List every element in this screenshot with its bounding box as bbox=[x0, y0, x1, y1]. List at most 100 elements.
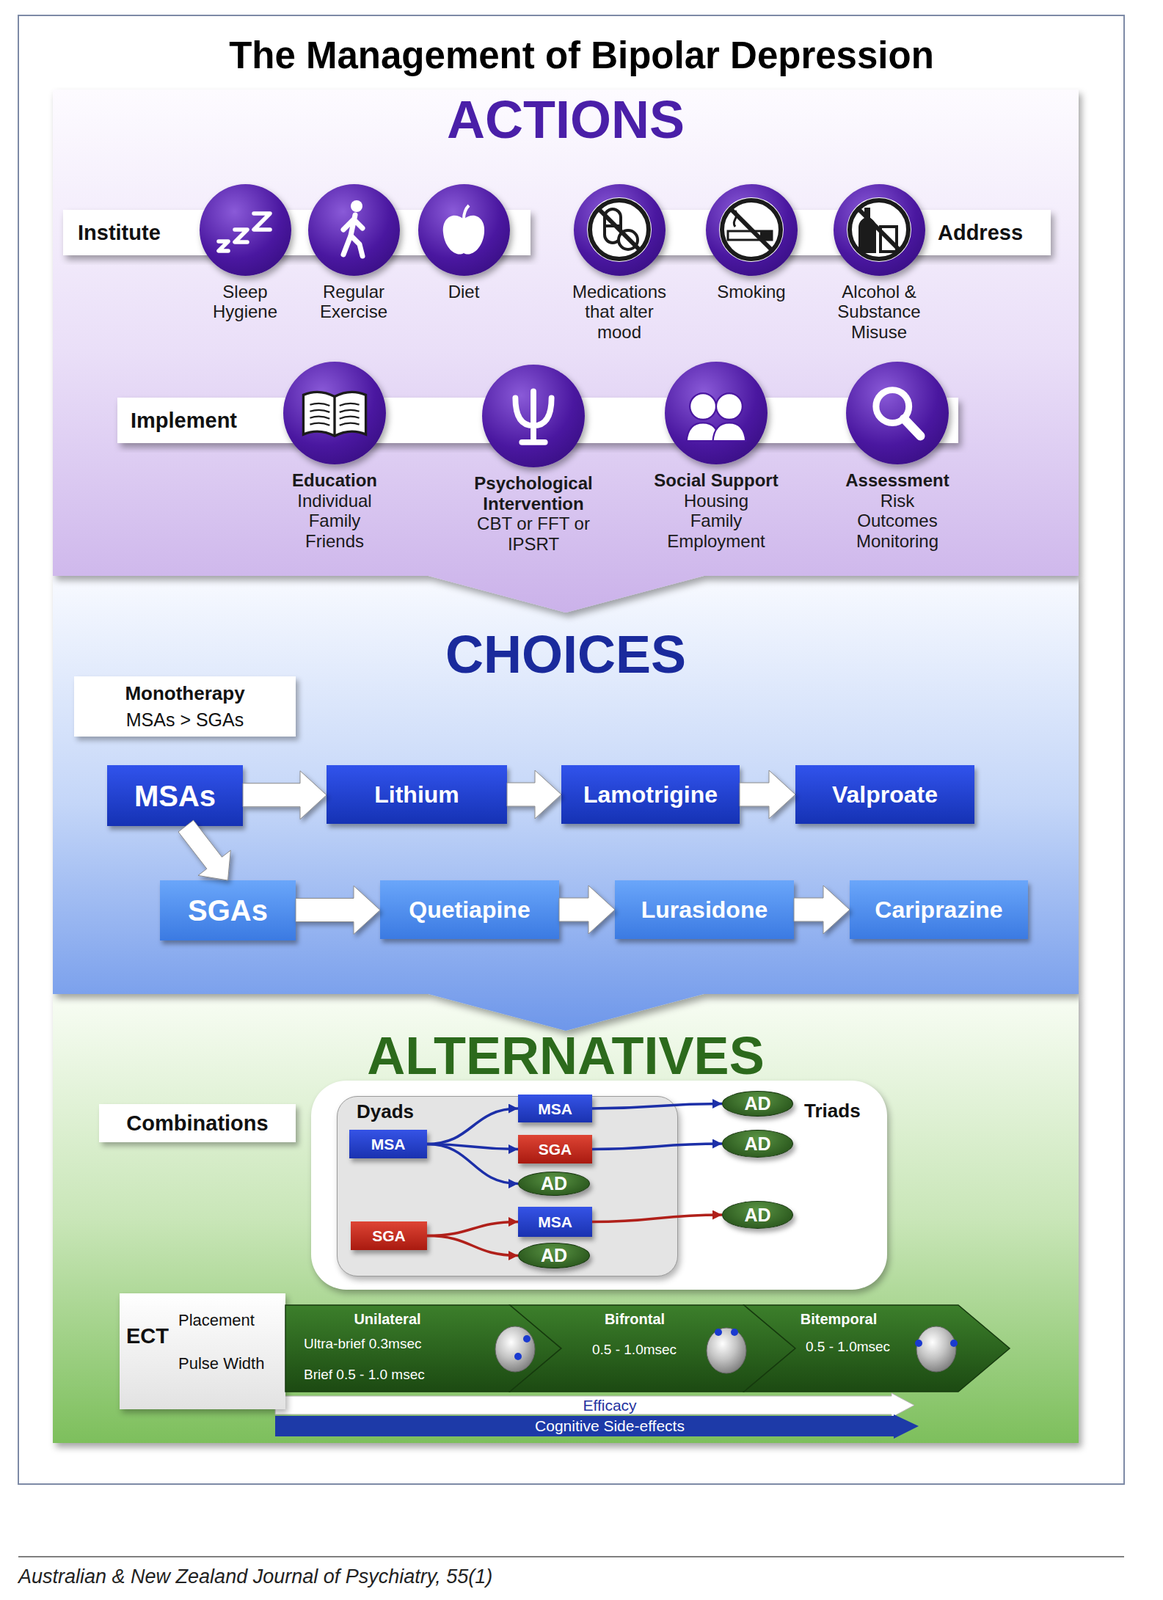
art-part bbox=[714, 1328, 723, 1337]
flow-arrow bbox=[242, 771, 327, 820]
section-ground bbox=[52, 994, 1079, 1444]
section-heading: ACTIONS bbox=[52, 93, 1079, 147]
text-holder: MSA bbox=[537, 1101, 573, 1117]
note-text: MSAs > SGAs bbox=[126, 709, 244, 731]
text-holder: MSAs bbox=[134, 781, 216, 811]
icon bbox=[842, 192, 916, 267]
pill-label: AD bbox=[744, 1135, 771, 1154]
box-label: MSAs bbox=[134, 781, 216, 811]
ect-label: ECT bbox=[126, 1324, 169, 1349]
section-panel: ALTERNATIVESCombinationsTriadsDyadsMSAMS… bbox=[52, 994, 1079, 1444]
box-label: MSA bbox=[537, 1214, 573, 1230]
flow-arrow bbox=[507, 770, 562, 819]
note-box: Combinations bbox=[99, 1104, 296, 1143]
text-holder: Cariprazine bbox=[874, 898, 1003, 922]
chevron-label: Unilateral bbox=[277, 1311, 498, 1329]
text-holder: Social Support bbox=[637, 464, 796, 491]
text-holder: Institute bbox=[77, 220, 161, 246]
art-part bbox=[253, 213, 271, 230]
circle-label: Medications that alter mood bbox=[564, 281, 675, 343]
text-holder: ALTERNATIVES bbox=[52, 1029, 1079, 1083]
art-part bbox=[730, 209, 772, 251]
art-part bbox=[589, 200, 649, 260]
circle-label: Regular Exercise bbox=[305, 281, 402, 323]
row-label: Institute bbox=[70, 214, 199, 251]
text-holder: MSA bbox=[537, 1214, 573, 1230]
electrode-chevron: Bitemporal0.5 - 1.0msec bbox=[744, 1305, 1010, 1392]
combination-arrow bbox=[592, 1215, 723, 1223]
art-part bbox=[309, 403, 330, 406]
text-holder: AD bbox=[540, 1246, 568, 1265]
art-part bbox=[350, 200, 363, 213]
text-holder: Dyads bbox=[356, 1101, 414, 1124]
art-part bbox=[303, 391, 366, 436]
chevron-label: Ultra-brief 0.3msec bbox=[303, 1336, 422, 1353]
icon bbox=[675, 372, 758, 455]
circle-label: Housing Family Employment bbox=[661, 490, 772, 552]
text-holder: SGA bbox=[538, 1141, 573, 1158]
section-heading: CHOICES bbox=[52, 628, 1079, 681]
text-holder: AD bbox=[540, 1174, 568, 1194]
drug-box: Quetiapine bbox=[380, 880, 560, 940]
art-part bbox=[914, 1339, 923, 1348]
art-part bbox=[722, 200, 781, 260]
text-holder: Medications that alter mood bbox=[564, 275, 675, 343]
text-holder: 0.5 - 1.0msec bbox=[805, 1339, 891, 1356]
box-label: SGAs bbox=[187, 895, 268, 926]
icon bbox=[208, 192, 282, 267]
icon bbox=[293, 372, 376, 455]
circle-label: Alcohol & Substance Misuse bbox=[824, 281, 935, 343]
text-holder: SGAs bbox=[187, 895, 268, 926]
art-part bbox=[903, 418, 921, 437]
art-part bbox=[849, 200, 909, 260]
box-label: Lamotrigine bbox=[583, 782, 718, 807]
axis-label: Efficacy bbox=[462, 1397, 757, 1414]
combination-arrow bbox=[427, 1236, 519, 1257]
action-circle: Diet bbox=[408, 184, 519, 303]
text-holder: SGA bbox=[372, 1228, 406, 1244]
section-panel: CHOICESMonotherapyMSAs > SGAsMSAs Lithium… bbox=[52, 575, 1079, 995]
text-holder: Lamotrigine bbox=[583, 782, 718, 807]
box-label: SGA bbox=[538, 1141, 573, 1158]
art-part bbox=[846, 197, 912, 262]
group-frame: TriadsDyadsMSAMSASGAADSGAMSAADADADAD bbox=[311, 1080, 888, 1290]
art-part bbox=[218, 241, 229, 251]
box-label: Cariprazine bbox=[874, 898, 1003, 922]
text-holder: Efficacy bbox=[462, 1397, 757, 1414]
action-circle: Smoking bbox=[688, 184, 814, 303]
text-holder: Implement bbox=[130, 408, 238, 433]
section-ground bbox=[52, 89, 1079, 613]
pill-label: AD bbox=[540, 1174, 568, 1194]
box-label: Quetiapine bbox=[408, 898, 530, 922]
text-holder: Education bbox=[257, 464, 412, 491]
drug-box: Lithium bbox=[326, 765, 508, 825]
caption: Australian & New Zealand Journal of Psyc… bbox=[18, 1565, 493, 1589]
group-heading: Triads bbox=[804, 1100, 861, 1123]
text-holder: AD bbox=[744, 1135, 771, 1154]
section-heading: ALTERNATIVES bbox=[52, 1029, 1079, 1083]
note-text: Monotherapy bbox=[124, 682, 245, 706]
icon bbox=[492, 374, 575, 458]
art-part bbox=[587, 197, 652, 262]
text-holder: Ultra-brief 0.3msec bbox=[303, 1336, 422, 1353]
text-holder: AD bbox=[744, 1206, 771, 1225]
chevron-outline bbox=[509, 1305, 796, 1392]
text-holder: Diet bbox=[416, 275, 512, 303]
chevron-label: 0.5 - 1.0msec bbox=[592, 1342, 677, 1359]
drug-box: Lamotrigine bbox=[561, 765, 740, 825]
art-part bbox=[495, 1326, 535, 1373]
chevron-label: 0.5 - 1.0msec bbox=[805, 1339, 891, 1356]
row-label-text: Institute bbox=[77, 220, 161, 246]
art-part bbox=[719, 197, 784, 262]
chevron-label: Bifrontal bbox=[524, 1311, 745, 1329]
text-holder: Risk Outcomes Monitoring bbox=[842, 490, 953, 552]
icon-circle bbox=[418, 184, 510, 276]
art-part bbox=[463, 205, 469, 220]
art-part bbox=[523, 1335, 531, 1343]
text-holder: Lurasidone bbox=[641, 898, 768, 922]
text-holder: Lithium bbox=[374, 782, 460, 807]
axis-label: Cognitive Side-effects bbox=[462, 1417, 757, 1435]
caption-rule bbox=[18, 1556, 1125, 1558]
action-circle: Alcohol & Substance Misuse bbox=[816, 184, 942, 343]
section-panel: ACTIONSInstituteSleep HygieneRegular Exe… bbox=[52, 89, 1079, 576]
